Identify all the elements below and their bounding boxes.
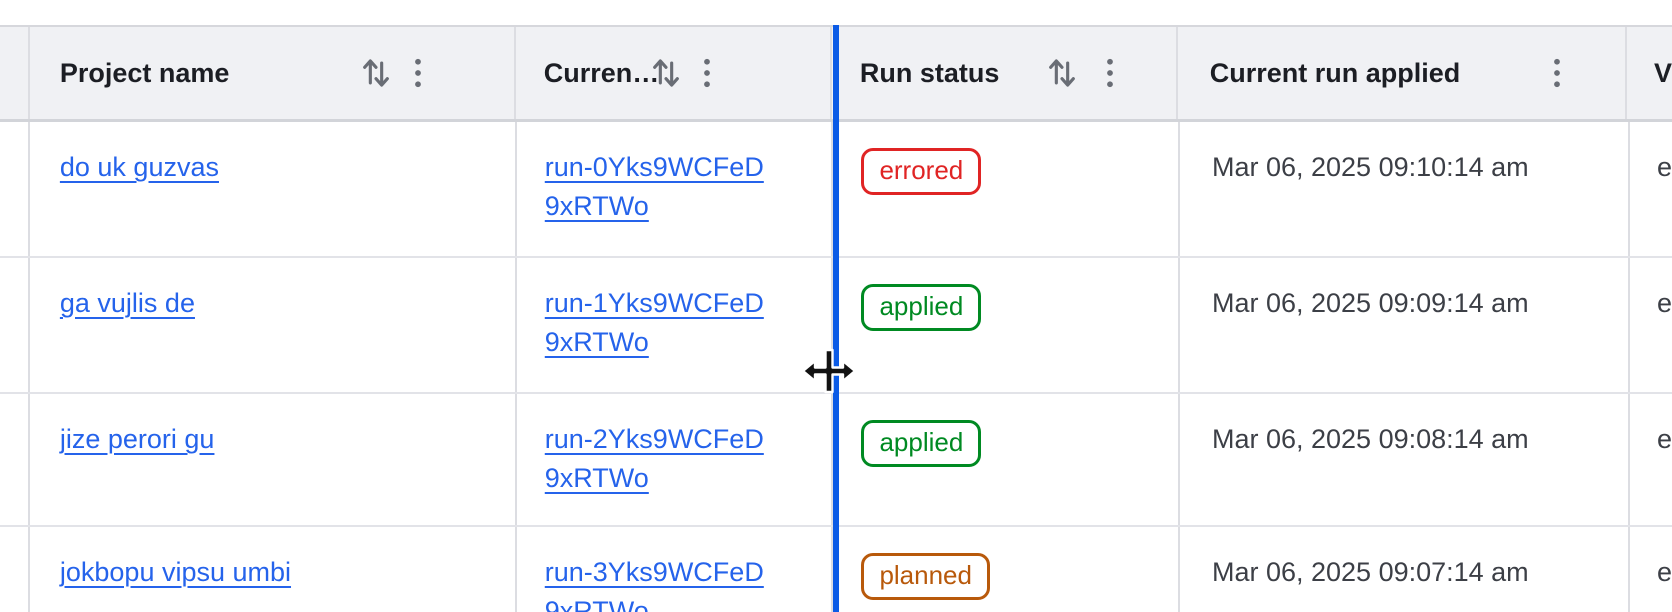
header-cell-current-run: Curren… xyxy=(513,27,830,119)
partial-value: e xyxy=(1657,557,1672,587)
cell-partial: e xyxy=(1628,122,1672,256)
column-menu-icon[interactable] xyxy=(403,54,433,92)
cell-project-name: jize perori gu xyxy=(27,394,515,525)
cell-project-name: do uk guzvas xyxy=(27,122,515,256)
cell-run-status: applied xyxy=(831,394,1178,525)
column-resize-line[interactable] xyxy=(833,25,839,612)
column-title-current-run: Curren… xyxy=(543,57,660,88)
project-link[interactable]: do uk guzvas xyxy=(59,152,219,182)
status-badge: planned xyxy=(861,553,990,600)
header-cell-run-status: Run status xyxy=(829,27,1176,119)
cell-run-status: errored xyxy=(831,122,1178,256)
project-link[interactable]: jize perori gu xyxy=(59,424,215,454)
header-cell-partial: V xyxy=(1624,27,1672,119)
header-cell-project-name: Project name xyxy=(27,27,514,119)
cell-project-name: jokbopu vipsu umbi xyxy=(27,527,515,612)
partial-value: e xyxy=(1657,152,1672,182)
cell-run-status: applied xyxy=(831,258,1178,392)
status-badge: errored xyxy=(861,148,982,195)
cell-current-run-applied: Mar 06, 2025 09:08:14 am xyxy=(1177,394,1628,525)
cell-partial: e xyxy=(1628,527,1672,612)
column-title-current-run-applied: Current run applied xyxy=(1209,57,1461,88)
column-menu-icon[interactable] xyxy=(692,54,722,92)
header-cell-spacer xyxy=(0,27,28,119)
cell-current-run-applied: Mar 06, 2025 09:07:14 am xyxy=(1177,527,1628,612)
applied-timestamp: Mar 06, 2025 09:08:14 am xyxy=(1211,424,1529,454)
applied-timestamp: Mar 06, 2025 09:07:14 am xyxy=(1211,557,1529,587)
column-title-project-name: Project name xyxy=(59,57,230,88)
column-menu-icon[interactable] xyxy=(1095,54,1125,92)
status-badge: applied xyxy=(861,420,982,467)
sort-icon[interactable] xyxy=(1045,53,1079,93)
status-badge: applied xyxy=(861,284,982,331)
column-title-run-status: Run status xyxy=(859,57,1000,88)
column-title-partial: V xyxy=(1653,57,1672,88)
cell-current-run-applied: Mar 06, 2025 09:10:14 am xyxy=(1177,122,1628,256)
cell-project-name: ga vujlis de xyxy=(27,258,515,392)
partial-value: e xyxy=(1657,288,1672,318)
header-cell-current-run-applied: Current run applied xyxy=(1175,27,1625,119)
applied-timestamp: Mar 06, 2025 09:09:14 am xyxy=(1211,288,1529,318)
cell-partial: e xyxy=(1628,394,1672,525)
sort-icon[interactable] xyxy=(649,53,683,93)
applied-timestamp: Mar 06, 2025 09:10:14 am xyxy=(1211,152,1529,182)
sort-icon[interactable] xyxy=(359,53,393,93)
col-resize-cursor-icon xyxy=(801,348,857,394)
cell-current-run-applied: Mar 06, 2025 09:09:14 am xyxy=(1177,258,1628,392)
column-menu-icon[interactable] xyxy=(1542,54,1572,92)
cell-run-status: planned xyxy=(831,527,1178,612)
partial-value: e xyxy=(1657,424,1672,454)
cell-partial: e xyxy=(1628,258,1672,392)
project-link[interactable]: jokbopu vipsu umbi xyxy=(59,557,292,587)
project-link[interactable]: ga vujlis de xyxy=(59,288,195,318)
